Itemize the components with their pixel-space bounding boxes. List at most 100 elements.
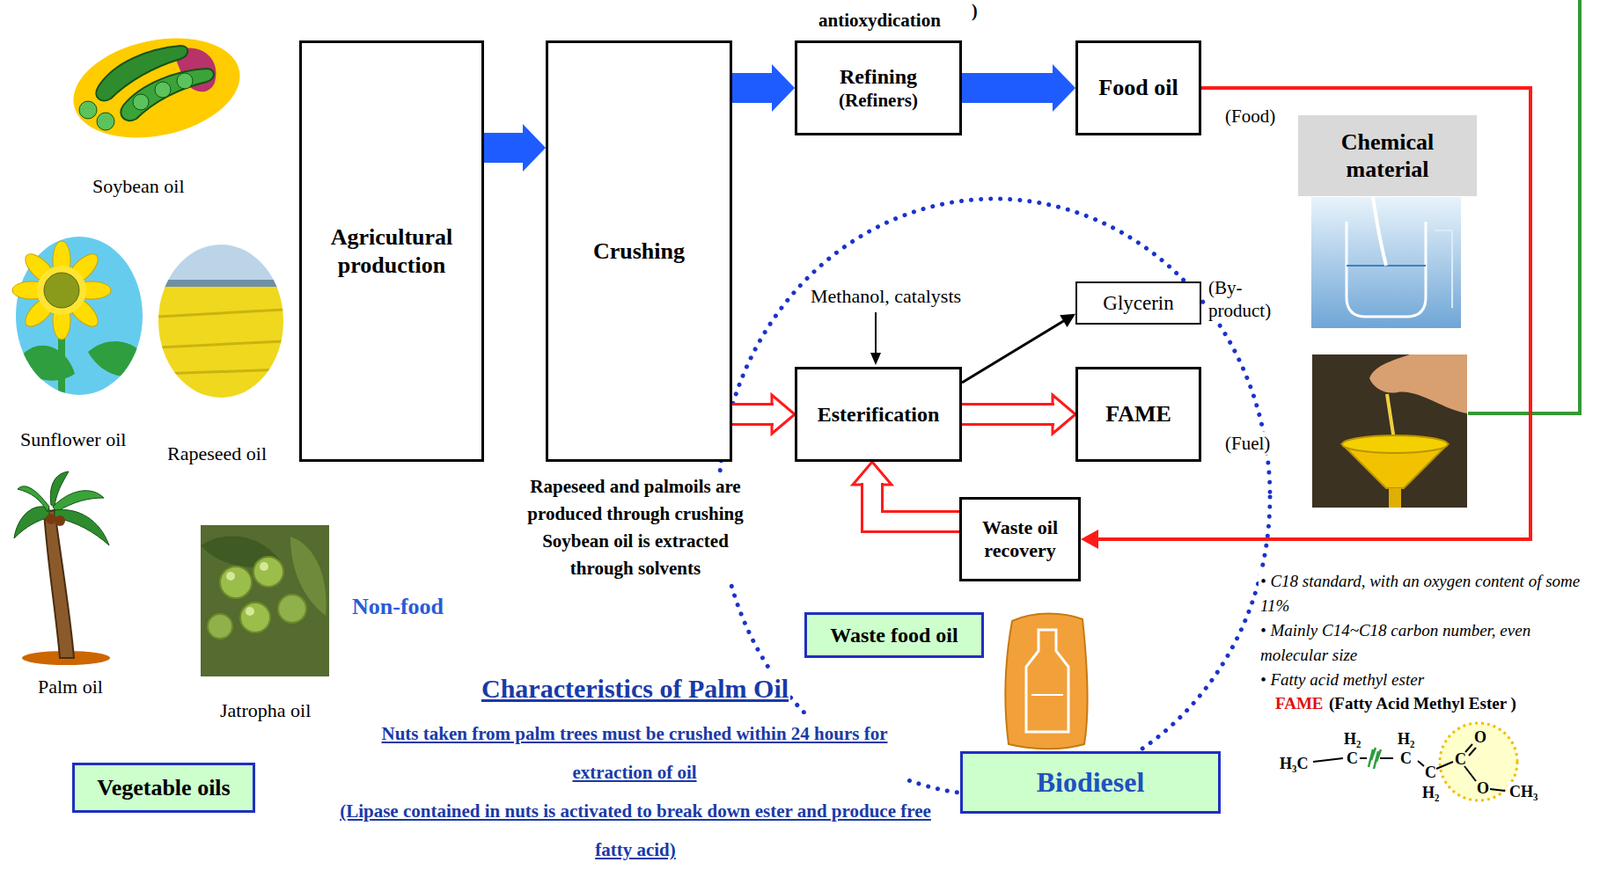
box-title: Chemical material	[1303, 128, 1472, 184]
sunflower-picture	[12, 236, 150, 405]
hollow-arrow-head	[852, 462, 892, 485]
formula-atom: CH₃	[1507, 782, 1540, 803]
process-note: Soybean oil is extracted through solvent…	[510, 528, 761, 583]
bond	[1465, 744, 1473, 753]
bottle-outline	[1026, 630, 1069, 733]
chain-break-symbol	[1368, 748, 1381, 770]
field-texture	[156, 309, 286, 375]
formula-atom: C	[1423, 763, 1439, 784]
photo-ground	[200, 525, 330, 677]
soybean-bean	[154, 81, 171, 98]
field	[156, 286, 286, 402]
chemical-photo	[1311, 197, 1461, 329]
hollow-arrow-inside	[732, 405, 774, 424]
hollow-arrow-head	[1052, 395, 1076, 434]
bottle-ground	[1005, 614, 1088, 750]
fruit-highlight	[226, 572, 235, 581]
cut-off-text: )	[969, 0, 980, 23]
picture-caption: Palm oil	[36, 675, 105, 700]
picture-caption: Sunflower oil	[18, 427, 128, 453]
bullet-note: • Mainly C14~C18 carbon number, even mol…	[1258, 618, 1579, 668]
frond	[14, 506, 50, 539]
jatropha-picture	[200, 525, 330, 677]
photo-ground	[1311, 197, 1461, 329]
soybean-bean	[79, 101, 97, 119]
fruit	[220, 566, 252, 599]
fruit-highlight	[259, 562, 269, 572]
box-title: Refining	[839, 64, 918, 90]
bond	[1468, 748, 1476, 756]
bond	[1464, 766, 1476, 782]
process-note: Rapeseed and palmoils are produced throu…	[510, 473, 761, 529]
process-box: Esterification	[794, 366, 962, 463]
block-arrow-head	[1052, 64, 1076, 112]
block-arrow-head	[771, 64, 795, 112]
trunk	[44, 510, 74, 659]
product-box: FAME	[1075, 366, 1202, 463]
fruit	[207, 614, 233, 639]
arrow-head	[1080, 529, 1099, 550]
soybean-bean	[176, 73, 193, 89]
box-title: Waste food oil	[829, 623, 958, 649]
block-arrow-shaft	[732, 73, 773, 103]
input-label: Methanol, catalysts	[808, 284, 963, 309]
bottle-level	[1031, 694, 1064, 697]
picture-caption: Jatropha oil	[218, 698, 313, 724]
formula-atom: O	[1472, 727, 1489, 749]
pouring-stream	[1372, 197, 1387, 266]
box-title: FAME	[1105, 400, 1172, 428]
picture-caption: Soybean oil	[90, 174, 187, 199]
section-heading: Characteristics of Palm Oil	[479, 672, 791, 706]
methanol-arrow-head	[870, 352, 881, 366]
fruit	[253, 557, 284, 588]
section-body: Nuts taken from palm trees must be crush…	[364, 714, 905, 793]
connector	[961, 64, 1076, 112]
hollow-arrow-inside	[961, 405, 1055, 424]
tag-box: Vegetable oils	[72, 763, 256, 814]
connector	[961, 395, 1076, 434]
connector	[732, 64, 795, 112]
process-box: Agricultural production	[299, 40, 485, 463]
flower-center	[44, 272, 80, 309]
hollow-arrow-head	[771, 395, 795, 434]
connector	[484, 124, 546, 172]
fruit	[240, 602, 271, 633]
funnel-spout	[1388, 488, 1402, 508]
bond	[1436, 762, 1454, 770]
process-box: Refining(Refiners)	[794, 40, 962, 136]
fuel-stream	[1387, 394, 1395, 441]
product-box: Food oil	[1075, 40, 1202, 136]
bond	[1379, 757, 1394, 760]
photo-ground	[1312, 354, 1468, 508]
soybean-bean	[96, 112, 115, 131]
block-arrow-shaft	[961, 73, 1054, 103]
sunflower-petals	[12, 241, 111, 340]
soybean-picture	[64, 23, 250, 153]
section-body: (Lipase contained in nuts is activated t…	[334, 792, 937, 870]
oil-bottle-icon	[1005, 614, 1088, 750]
coconut	[45, 513, 57, 525]
methanol-arrow-line	[874, 312, 877, 355]
category-label: Non-food	[350, 593, 446, 623]
formula-atom: C	[1344, 748, 1360, 770]
frond	[54, 509, 110, 546]
frond	[17, 486, 50, 513]
bond	[1489, 789, 1505, 792]
connector	[852, 462, 960, 522]
green-link-line	[1467, 0, 1580, 414]
formula-atom: H₂	[1420, 783, 1441, 804]
hand	[1369, 354, 1468, 414]
formula-atom: H₃C	[1277, 754, 1310, 775]
box-title: Esterification	[817, 402, 940, 428]
bullet-note: • C18 standard, with an oxygen content o…	[1258, 569, 1597, 619]
box-title: Waste oil recovery	[967, 516, 1073, 564]
box-title: Food oil	[1098, 73, 1178, 102]
box-title: Biodiesel	[1036, 765, 1145, 800]
bond	[1359, 757, 1367, 760]
category-band: Chemical material	[1298, 115, 1477, 197]
formula-atom: C	[1398, 748, 1414, 770]
use-label: (By- product)	[1206, 276, 1292, 323]
bond	[1313, 758, 1344, 763]
connector	[961, 314, 1076, 383]
